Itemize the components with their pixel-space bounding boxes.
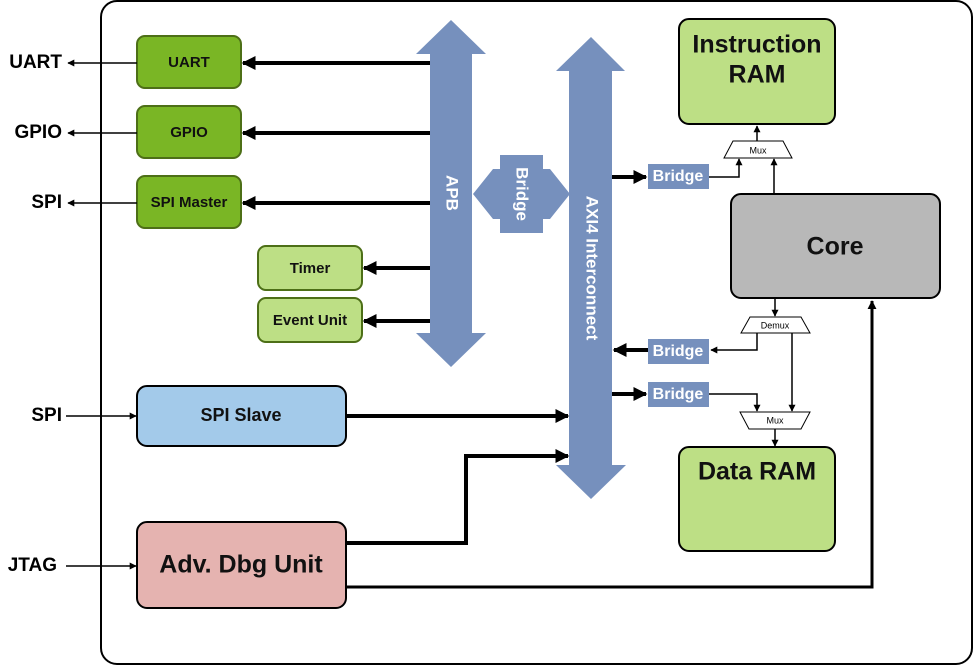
axi-in-bridge-label: Bridge [653,343,704,360]
timer-block-label: Timer [290,260,331,277]
apb-bus-label: APB [443,175,462,211]
uart-block-label: UART [168,54,210,71]
iram-mux: Mux [723,140,793,159]
jtag-port-label: JTAG [8,555,57,576]
data-ram-block: Data RAM [678,446,836,552]
instruction-ram-block: Instruction RAM [678,18,836,125]
data-ram-block-label: Data RAM [698,458,816,486]
axi4-interconnect-arrow [556,37,626,499]
dram-bridge-to-mux-arrow [709,393,761,412]
axi-in-bridge: Bridge [648,339,709,364]
iram-bridge: Bridge [648,164,709,189]
spi-slave-block-label: SPI Slave [200,405,281,425]
event-unit-block: Event Unit [257,297,363,343]
iram-bridge-to-mux-arrow [709,158,743,178]
gpio-port-label: GPIO [14,122,62,143]
spi-master-block: SPI Master [136,175,242,229]
dbg-to-axi-arrow [346,449,570,545]
apb-axi-bridge-label: Bridge [513,167,532,221]
apb-axi-bridge-arrow [473,155,570,233]
uart-port-label: UART [9,52,62,73]
spi-out-port-label: SPI [31,192,62,213]
core-demux-label: Demux [761,320,790,330]
iram-mux-label: Mux [749,145,767,155]
dram-bridge-label: Bridge [653,386,704,403]
spi-master-block-label: SPI Master [151,194,228,211]
instruction-ram-label-line2: RAM [729,61,786,89]
adv-dbg-unit-block-label: Adv. Dbg Unit [159,551,323,579]
demux-to-bridge-arrow [710,333,758,354]
spi-in-port-label: SPI [31,405,62,426]
gpio-block: GPIO [136,105,242,159]
dram-mux: Mux [739,411,811,430]
dram-mux-label: Mux [766,415,784,425]
adv-dbg-unit-block: Adv. Dbg Unit [136,521,347,609]
core-block-label: Core [807,233,864,261]
core-block: Core [730,193,941,299]
apb-bus-arrow [416,20,486,367]
spi-slave-block: SPI Slave [136,385,347,447]
instruction-ram-label-line1: Instruction [692,31,821,59]
uart-block: UART [136,35,242,89]
dbg-to-core-arrow [346,300,877,589]
core-demux: Demux [740,316,811,334]
axi4-interconnect-label: AXI4 Interconnect [583,196,602,341]
gpio-block-label: GPIO [170,124,208,141]
timer-block: Timer [257,245,363,291]
event-unit-block-label: Event Unit [273,312,347,329]
dram-bridge: Bridge [648,382,709,407]
iram-bridge-label: Bridge [653,168,704,185]
